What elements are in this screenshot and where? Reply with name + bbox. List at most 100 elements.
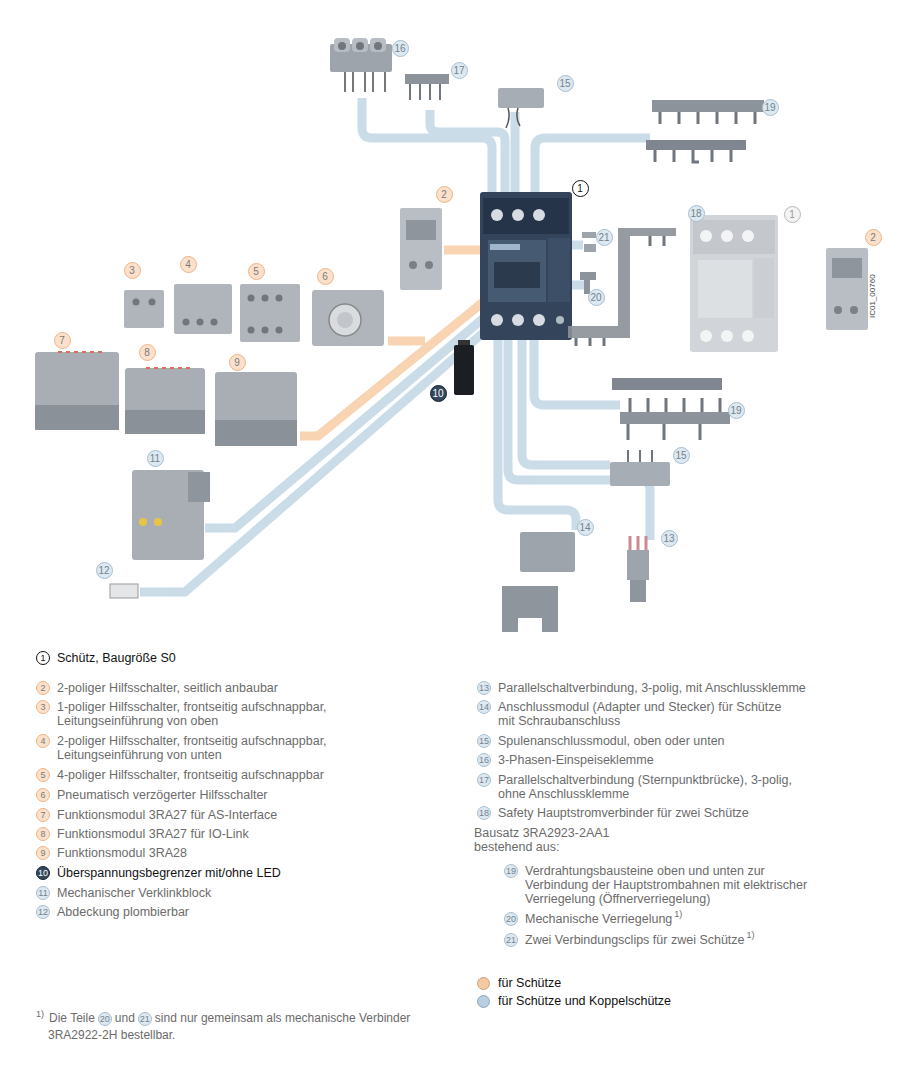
label-row: 15 [673,447,690,464]
adapter-module-part [502,586,558,632]
aux-switch [826,248,868,330]
callout-number: 3 [124,262,141,279]
wiring-module-part [620,412,730,424]
aux-switch-front-part [133,299,140,306]
callout-number: 7 [36,808,50,822]
coil-module-part [628,450,652,462]
description-text: Verdrahtungsbausteine oben und unten zur… [525,864,829,906]
wiring-module-part [612,378,722,390]
connection-band-part [300,290,498,436]
parallel-link-part [630,536,646,552]
label-row: 42-poliger Hilfsschalter, frontseitig au… [36,734,396,762]
label-row: 16 [392,40,409,57]
contactor-ghost-part [754,258,774,318]
label-row: 19 [762,99,779,116]
description-text: Spulenanschlussmodul, oben oder unten [498,734,725,748]
contactor-part [483,198,569,234]
connecting-clips-part [584,244,596,252]
callout-number: 19 [504,864,518,878]
callout-number: 6 [36,788,50,802]
connection-band-part [444,246,484,255]
label-row: 1)Die Teile20und21sind nur gemeinsam als… [36,1009,416,1044]
callout-number: 10 [430,385,447,402]
connection-band-part [388,337,425,346]
aux-switch-front-part [124,290,164,328]
aux-switch-part [834,306,842,314]
label-row: 163-Phasen-Einspeiseklemme [477,753,862,767]
description-text: Abdeckung plombierbar [57,905,189,919]
aux-switch-part [425,261,433,269]
callout-number: 1 [36,651,50,665]
callout-number: 15 [477,734,491,748]
callout-number: 2 [36,681,50,695]
contactor-part [490,244,520,250]
label-row: 2 [436,186,453,203]
function-module [35,352,297,446]
description-text: Funktionsmodul 3RA28 [57,846,187,860]
contactor-part [491,209,503,221]
label-row: 9 Funktionsmodul 3RA28 [36,846,396,860]
label-row: 7Funktionsmodul 3RA27 für AS-Interface [36,808,396,822]
callout-number: 2 [436,186,453,203]
callout-number: 18 [688,205,705,222]
callout-number: 14 [477,700,491,714]
latch-block-part [154,518,162,526]
callout-number: 11 [147,450,164,467]
callout-number: 13 [477,681,491,695]
label-row: 4 [180,256,197,273]
label-row: 17 [451,62,468,79]
label-row: 13 [661,530,678,547]
callout-number: 9 [36,846,50,860]
label-row: 5 [248,263,265,280]
coil-module [610,450,670,486]
callout-number: 4 [36,734,50,748]
label-row: 12 [96,562,113,579]
label-row: 21Zwei Verbindungsclips für zwei Schütze… [504,933,834,947]
aux-switch-front-part [276,295,283,302]
callout-number: 20 [588,289,605,306]
callout-number: 10 [36,866,50,880]
label-row: 1 [784,206,801,223]
label-row: 6Pneumatisch verzögerter Hilfsschalter [36,788,396,802]
latch-block-part [139,518,147,526]
wiring-module-part [655,150,731,162]
description-text: Parallelschaltverbindung, 3-polig, mit A… [498,681,806,695]
callout-number: 12 [36,905,50,919]
coil-module-part [498,88,544,108]
surge-suppressor [454,340,474,395]
label-row: 11 [147,450,164,467]
callout-number: 21 [138,1012,152,1026]
description-text: Mechanische Verriegelung [525,912,672,926]
legend-text: für Schütze [498,976,561,990]
timer-aux-switch-part [329,304,361,336]
timer-aux-switch-part [312,290,384,346]
label-row: 10 [430,385,447,402]
label-row: 8 [139,344,156,361]
wiring-module-part [628,424,700,440]
description-text: 3-Phasen-Einspeiseklemme [498,753,654,767]
aux-switch-front-part [262,295,269,302]
callout-number: 19 [728,402,745,419]
terminal-block-part [334,38,350,52]
callout-number: 15 [557,75,574,92]
callout-number: 8 [139,344,156,361]
aux-switch-front-part [211,319,218,326]
connection-band-part [511,112,520,200]
label-row: 6 [317,268,334,285]
contactor-ghost-part [721,330,733,342]
contactor [480,192,572,340]
callout-number: 3 [36,700,50,714]
parallel-link-part [627,550,649,580]
contactor-part [488,240,546,302]
description-text: Parallelschaltverbindung (Sternpunktbrüc… [498,773,812,801]
label-row: 21 [596,229,613,246]
description-text: Mechanischer Verklinkblock [57,886,211,900]
figure-id: IC01_00760 [868,274,877,318]
wiring-module-part [660,112,755,124]
terminal-block-part [374,42,382,50]
description-text: Funktionsmodul 3RA27 für IO-Link [57,827,249,841]
footnote-mark: 1) [36,1009,44,1019]
legend-swatch [477,995,490,1008]
contactor-ghost-part [700,330,712,342]
contactor-ghost-part [742,230,754,242]
